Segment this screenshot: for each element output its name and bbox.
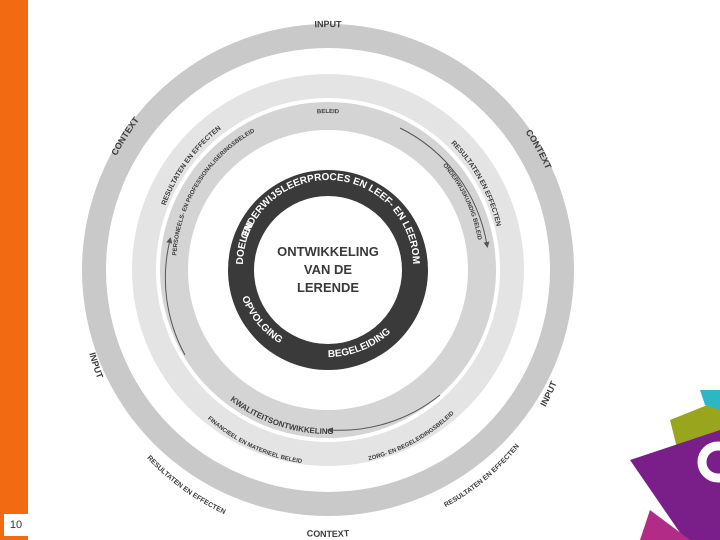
outer-label-context-bottom: CONTEXT xyxy=(306,528,350,539)
center-line-2: VAN DE xyxy=(304,262,352,277)
policy-cycle-arrow xyxy=(164,237,186,356)
outer-label-input-top: INPUT xyxy=(314,19,342,29)
slide-number: 10 xyxy=(4,514,28,536)
center-line-1: ONTWIKKELING xyxy=(277,244,379,259)
policy-label-beleid: BELEID xyxy=(317,109,340,115)
svg-text:INPUT: INPUT xyxy=(314,19,342,29)
center-line-3: LERENDE xyxy=(297,280,359,295)
brand-logo xyxy=(630,390,720,540)
policy-cycle-arrow xyxy=(327,394,441,434)
policy-cycle-arrow xyxy=(399,127,490,248)
orange-side-bar xyxy=(0,0,28,540)
svg-text:CONTEXT: CONTEXT xyxy=(306,528,350,539)
center-disc xyxy=(254,196,402,344)
svg-text:BELEID: BELEID xyxy=(317,109,340,115)
